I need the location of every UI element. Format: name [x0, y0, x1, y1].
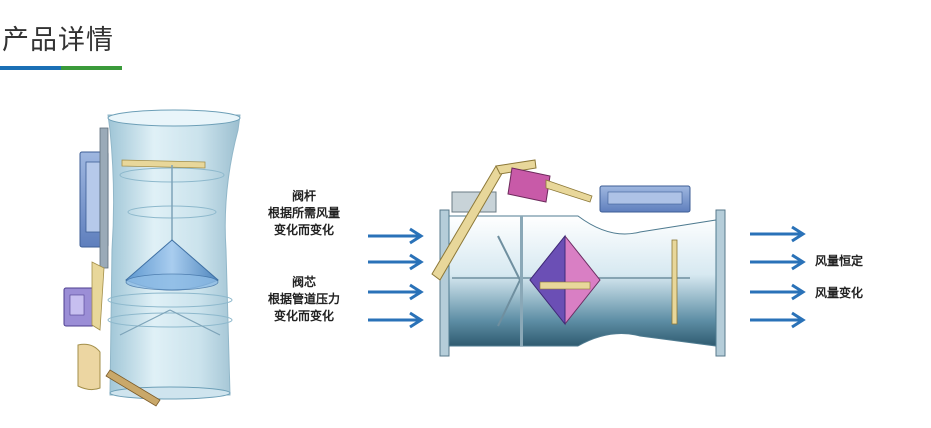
valve-rod-desc-line1: 根据所需风量: [267, 206, 340, 220]
constant-flow-label: 风量恒定: [815, 254, 864, 268]
valve-rod-name: 阀杆: [291, 189, 316, 203]
arrow-right-icon: [750, 225, 806, 243]
valve-core-annotation: 阀芯 根据管道压力 变化而变化: [246, 274, 362, 325]
valve-core-desc-line1: 根据管道压力: [267, 292, 340, 306]
valve-core-name: 阀芯: [291, 275, 316, 289]
title-underline-green: [61, 66, 122, 70]
arrow-right-icon: [368, 283, 424, 301]
variable-flow-label: 风量变化: [815, 286, 864, 300]
arrow-right-icon: [368, 311, 424, 329]
arrow-right-icon: [750, 283, 806, 301]
vertical-valve-illustration: [63, 109, 241, 407]
page-title: 产品详情: [2, 25, 114, 56]
arrow-right-icon: [750, 311, 806, 329]
valve-rod-annotation: 阀杆 根据所需风量 变化而变化: [246, 188, 362, 239]
title-underline: [0, 66, 122, 70]
arrow-right-icon: [368, 253, 424, 271]
arrow-right-icon: [368, 227, 424, 245]
valve-core-desc-line2: 变化而变化: [273, 309, 334, 323]
title-underline-blue: [0, 66, 61, 70]
outflow-arrows: [750, 225, 806, 329]
horizontal-valve-illustration: [431, 159, 726, 357]
valve-rod-desc-line2: 变化而变化: [273, 223, 334, 237]
arrow-right-icon: [750, 253, 806, 271]
inflow-arrows: [368, 227, 424, 329]
